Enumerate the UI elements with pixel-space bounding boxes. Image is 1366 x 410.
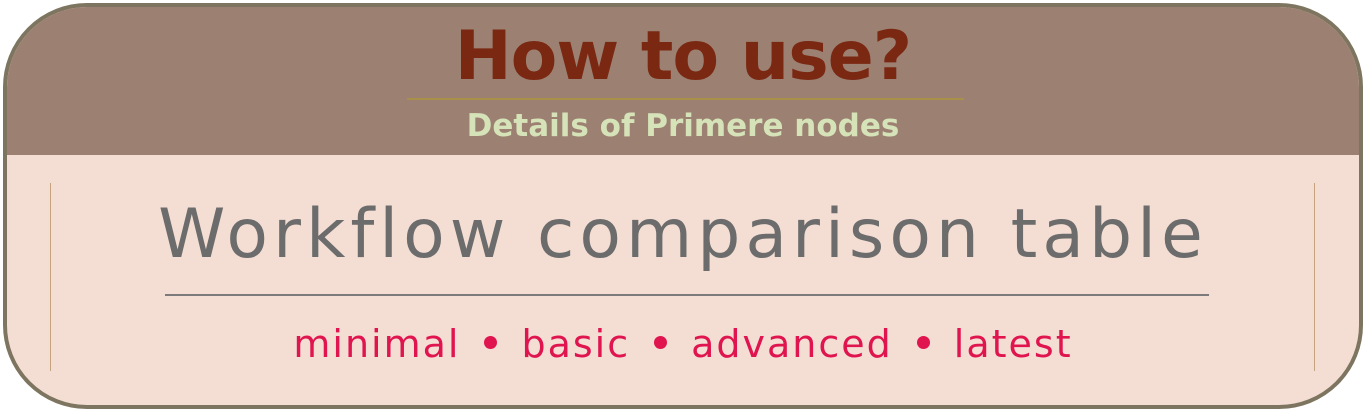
bullet-icon	[654, 336, 668, 349]
variant-list: minimal basic advanced latest	[7, 317, 1359, 371]
header-band	[7, 7, 1359, 155]
variant-advanced: advanced	[691, 322, 893, 366]
section-heading: Workflow comparison table	[158, 195, 1208, 274]
bullet-icon	[484, 336, 498, 349]
heading-divider	[165, 294, 1209, 296]
variant-minimal: minimal	[293, 322, 461, 366]
variant-latest: latest	[953, 322, 1073, 366]
bullet-icon	[916, 336, 930, 349]
banner: How to use? Details of Primere nodes Wor…	[3, 3, 1363, 409]
left-border-line	[50, 183, 51, 371]
title-divider	[407, 98, 964, 100]
right-border-line	[1314, 183, 1315, 371]
page-title: How to use?	[454, 17, 912, 96]
variant-basic: basic	[521, 322, 631, 366]
page-subtitle: Details of Primere nodes	[466, 108, 900, 144]
